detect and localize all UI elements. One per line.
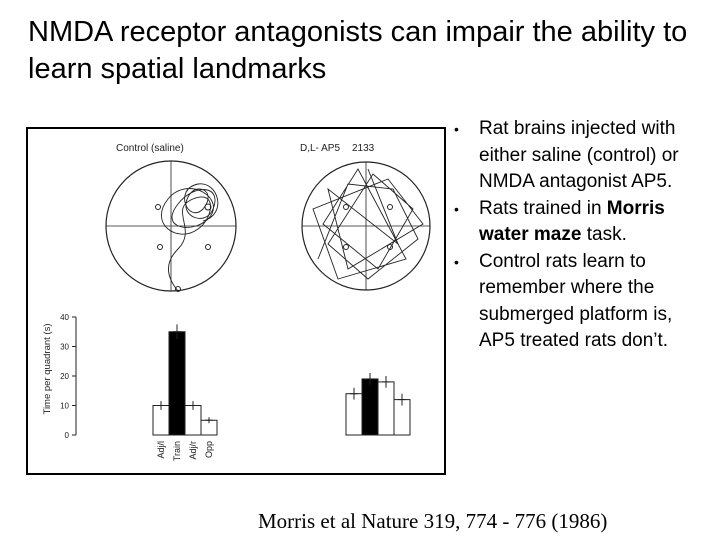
bar-train-s1 <box>168 331 186 436</box>
bar-adjr-s2 <box>377 381 395 436</box>
bullet-text-2-bold: Morris water maze <box>479 197 665 246</box>
x-tick-label: Adj/l <box>156 441 166 459</box>
bullet-text-3: Control rats learn to remember where the… <box>479 250 673 352</box>
bullet-list: • Rat brains injected with either saline … <box>452 116 700 355</box>
figure-svg: Control (saline) D,L- AP5 2133 <box>42 143 431 461</box>
bullet-marker: • <box>454 121 459 137</box>
slide-title: NMDA receptor antagonists can impair the… <box>28 16 688 85</box>
bullet-text-2-post: task. <box>581 224 627 245</box>
y-tick-label: 0 <box>65 431 70 440</box>
y-axis-label: Time per quadrant (s) <box>42 324 53 415</box>
figure-panel: Control (saline) D,L- AP5 2133 <box>26 127 446 475</box>
ap5-label: D,L- AP5 <box>300 143 340 154</box>
y-tick-label: 20 <box>60 372 69 381</box>
control-swim-path <box>161 183 219 292</box>
bullet-text-1: Rat brains injected with either saline (… <box>479 118 679 192</box>
bullet-item-1: • Rat brains injected with either saline … <box>452 116 700 196</box>
bullet-marker: • <box>454 200 459 217</box>
y-tick-label: 10 <box>60 402 69 411</box>
y-tick-label: 40 <box>60 313 69 322</box>
control-maze <box>105 160 237 292</box>
ap5-id: 2133 <box>352 143 375 154</box>
platform-marker <box>204 203 212 211</box>
ap5-swim-path <box>312 168 424 280</box>
bullet-text-2-pre: Rats trained in <box>479 197 607 219</box>
ap5-maze <box>301 161 431 291</box>
x-tick-label: Adj/r <box>188 441 198 460</box>
citation: Morris et al Nature 319, 774 - 776 (1986… <box>258 509 608 533</box>
bar-chart: Time per quadrant (s) 0 10 20 30 40 Adj/l Tra… <box>42 313 411 461</box>
bullet-item-2: • Rats trained in Morris water maze task. <box>452 196 700 249</box>
x-tick-label: Opp <box>204 441 214 458</box>
y-tick-label: 30 <box>60 343 69 352</box>
bullet-marker: • <box>454 253 459 270</box>
bar-adjl-s2 <box>345 393 363 436</box>
control-label: Control (saline) <box>116 143 184 154</box>
x-tick-label: Train <box>172 441 182 461</box>
bullet-item-3: • Control rats learn to remember where th… <box>452 249 700 355</box>
bar-train-s2 <box>361 378 379 436</box>
